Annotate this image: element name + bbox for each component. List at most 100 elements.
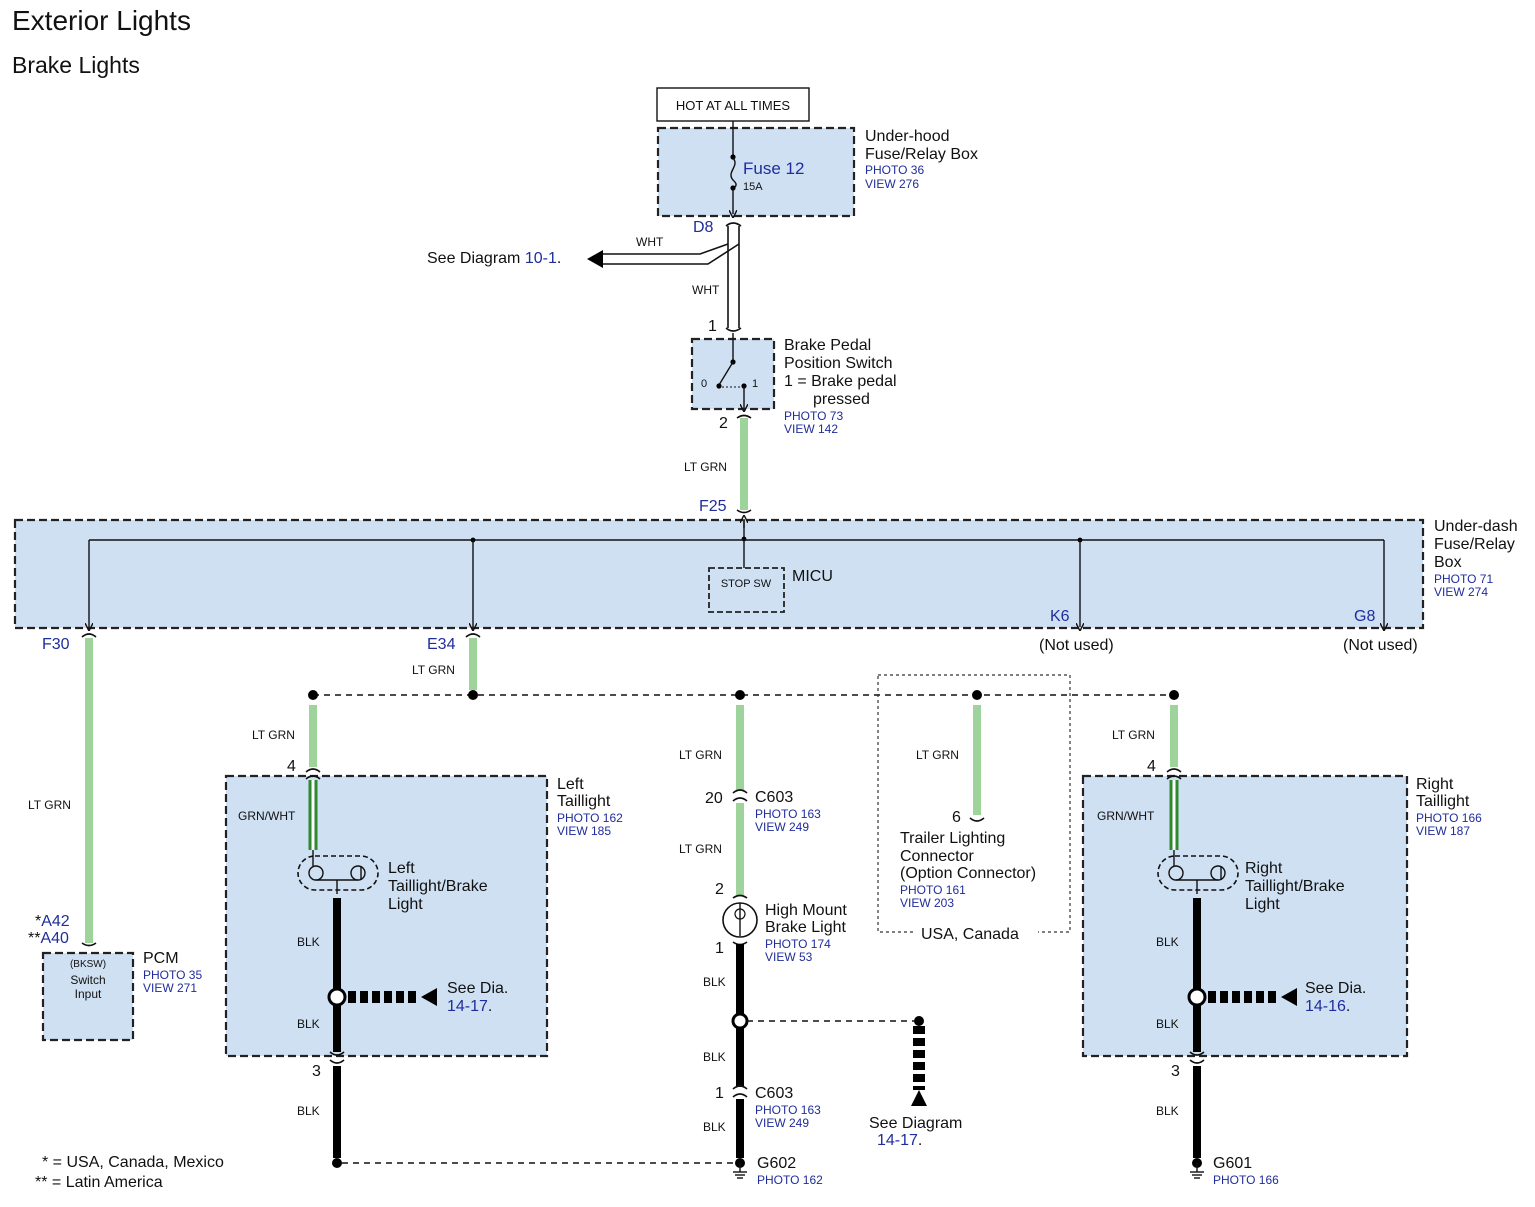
pin-a42: *A42 (35, 913, 70, 930)
fuse-rating: 15A (743, 181, 763, 193)
switch-note-1: 1 = Brake pedal (784, 373, 897, 390)
splice-center (735, 690, 745, 700)
pin-d8: D8 (693, 219, 714, 236)
connector-pcm (81, 942, 97, 947)
wht-branch-lower (603, 243, 740, 265)
c603-pin-1: 1 (715, 1085, 724, 1102)
c603-bottom-label: C603 (755, 1085, 793, 1102)
trailer-name-1: Trailer Lighting (900, 830, 1005, 847)
see-diagram-10-1: See Diagram 10-1. (427, 250, 561, 267)
switch-position-1: 1 (752, 378, 758, 390)
trailer-view: VIEW 203 (900, 896, 954, 910)
trailer-region-label: USA, Canada (921, 926, 1019, 943)
power-source-box (656, 87, 810, 122)
underdash-photo: PHOTO 71 (1434, 572, 1493, 586)
switch-view: VIEW 142 (784, 422, 838, 436)
connector-f30 (81, 633, 97, 638)
underdash-name-3: Box (1434, 554, 1462, 571)
left-bulb-name-3: Light (388, 896, 423, 913)
underdash-name-1: Under-dash (1434, 518, 1518, 535)
left-pin-3: 3 (312, 1063, 321, 1080)
left-ground-splice (332, 1158, 342, 1168)
footnote-latin-america: ** = Latin America (35, 1174, 163, 1191)
wire-label-blk-left-3: BLK (297, 1104, 320, 1118)
switch-pin-2: 2 (719, 415, 728, 432)
wire-label-blk-center-3: BLK (703, 1120, 726, 1134)
left-taillight-view: VIEW 185 (557, 824, 611, 838)
high-mount-view: VIEW 53 (765, 950, 813, 964)
g601-label: G601 (1213, 1155, 1252, 1172)
left-see-dia: See Dia. (447, 980, 508, 997)
wire-label-grn-wht-right: GRN/WHT (1097, 809, 1155, 823)
right-bulb-name-3: Light (1245, 896, 1280, 913)
power-source-label: HOT AT ALL TIMES (676, 98, 790, 113)
right-taillight-photo: PHOTO 166 (1416, 811, 1482, 825)
left-taillight-box (224, 774, 549, 1058)
underhood-name-1: Under-hood (865, 128, 950, 145)
connector-left-4 (305, 768, 321, 773)
connector-c603-top-b (732, 797, 748, 802)
pin-f25: F25 (699, 498, 727, 515)
wire-label-center-1: LT GRN (679, 748, 722, 762)
right-taillight-box (1081, 774, 1409, 1058)
pcm-box (41, 951, 135, 1042)
right-see-dia: See Dia. (1305, 980, 1366, 997)
pcm-photo: PHOTO 35 (143, 968, 202, 982)
wire-label-grn-wht-left: GRN/WHT (238, 809, 296, 823)
left-bulb-icon (297, 850, 379, 894)
left-bulb-name-1: Left (388, 860, 415, 877)
switch-note-2: pressed (813, 391, 870, 408)
pcm-input: Input (75, 987, 102, 1001)
left-see-dia-ref: 14-17. (447, 998, 492, 1015)
center-splice-node (731, 1012, 749, 1030)
fuse-label: Fuse 12 (743, 159, 804, 178)
see-diagram-14-17: See Diagram (869, 1115, 962, 1132)
wire-label-blk-right-2: BLK (1156, 1017, 1179, 1031)
ground-g601-icon (1190, 1158, 1204, 1179)
underhood-fuse-box (656, 126, 856, 218)
connector-right-4 (1166, 768, 1182, 773)
g602-label: G602 (757, 1155, 796, 1172)
wire-label-trailer: LT GRN (916, 748, 959, 762)
splice-trailer (972, 690, 982, 700)
right-pin-3: 3 (1171, 1063, 1180, 1080)
c603-pin-20: 20 (705, 790, 723, 807)
wire-label-f25: LT GRN (684, 460, 727, 474)
connector-high-mount-2 (732, 894, 748, 899)
right-taillight-view: VIEW 187 (1416, 824, 1470, 838)
stop-sw-label: STOP SW (721, 578, 772, 590)
pcm-view: VIEW 271 (143, 981, 197, 995)
k6-not-used: (Not used) (1039, 637, 1114, 654)
right-bulb-name-2: Taillight/Brake (1245, 878, 1345, 895)
connector-right-4-inner (1166, 775, 1182, 780)
c603-top-view: VIEW 249 (755, 820, 809, 834)
left-pin-4: 4 (287, 758, 296, 775)
wire-label-pcm: LT GRN (28, 798, 71, 812)
switch-name-1: Brake Pedal (784, 337, 871, 354)
pin-k6: K6 (1050, 608, 1070, 625)
right-bulb-icon (1157, 850, 1239, 894)
g8-not-used: (Not used) (1343, 637, 1418, 654)
right-taillight-name-1: Right (1416, 776, 1454, 793)
arrow-to-diagram-10-icon (587, 250, 603, 268)
splice-left (308, 690, 318, 700)
pin-g8: G8 (1354, 608, 1375, 625)
wire-label-wht-main: WHT (692, 283, 720, 297)
switch-pin-1: 1 (708, 318, 717, 335)
connector-c603-bottom-a (732, 1085, 748, 1090)
pcm-name: PCM (143, 950, 179, 967)
high-mount-lamp-icon (722, 902, 758, 938)
wire-label-blk-center-2: BLK (703, 1050, 726, 1064)
connector-left-3-inner (329, 1051, 345, 1056)
connector-e34 (465, 633, 481, 638)
trailer-name-2: Connector (900, 848, 974, 865)
see-diagram-14-17-ref: 14-17. (877, 1132, 922, 1149)
wire-label-left: LT GRN (252, 728, 295, 742)
wire-label-blk-center-1: BLK (703, 975, 726, 989)
trailer-photo: PHOTO 161 (900, 883, 966, 897)
connector-d8 (725, 222, 742, 227)
trailer-region-box (877, 674, 1071, 933)
underhood-name-2: Fuse/Relay Box (865, 146, 978, 163)
right-see-dia-ref: 14-16. (1305, 998, 1350, 1015)
switch-blade-icon (718, 361, 734, 386)
